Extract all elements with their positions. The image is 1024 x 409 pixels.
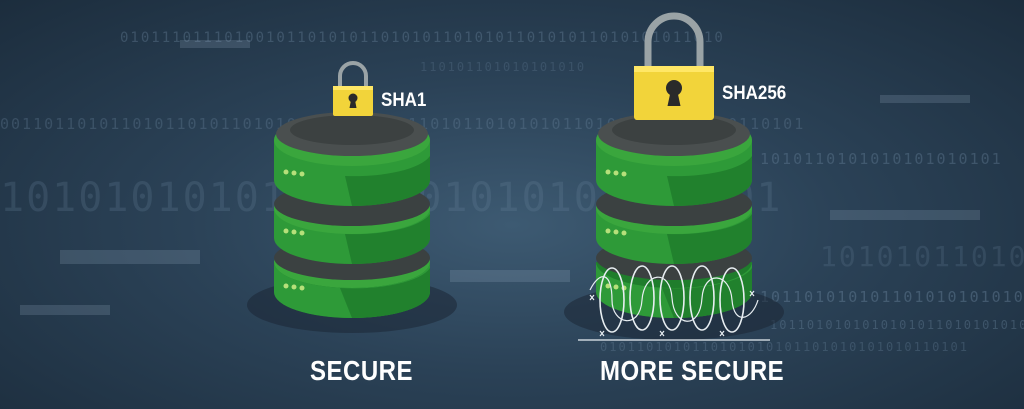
- server-disk: [596, 112, 752, 226]
- pixel-block: [830, 210, 980, 220]
- right-caption: MORE SECURE: [600, 355, 785, 387]
- padlock-icon: [634, 12, 714, 120]
- server-disk: [274, 112, 430, 226]
- pixel-block: [60, 250, 200, 264]
- barbed-wire-icon: [578, 265, 770, 341]
- right-server: [564, 12, 784, 341]
- left-hash-label: SHA1: [381, 88, 427, 111]
- padlock-icon: [333, 61, 373, 116]
- pixel-block: [20, 305, 110, 315]
- left-server: [247, 61, 457, 333]
- pixel-block: [450, 270, 570, 282]
- pixel-block: [880, 95, 970, 103]
- right-hash-label: SHA256: [722, 81, 787, 104]
- pixel-block: [180, 40, 250, 48]
- left-caption: SECURE: [310, 355, 414, 387]
